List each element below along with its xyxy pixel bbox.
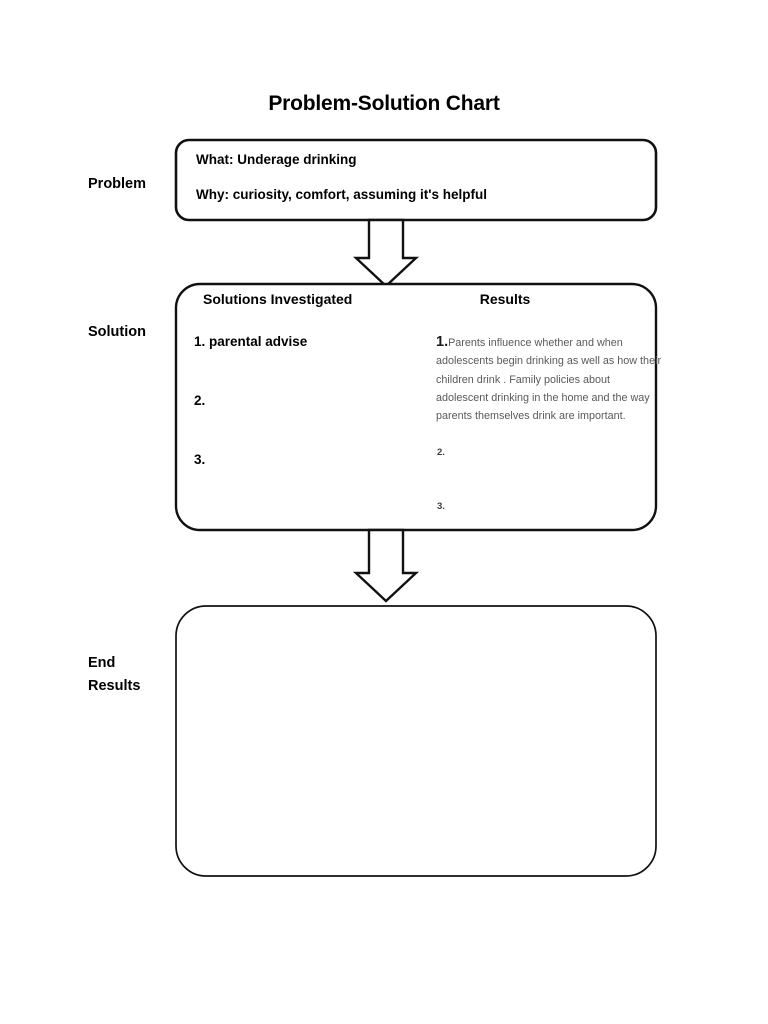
result-item-3[interactable]: 3. bbox=[437, 501, 445, 512]
solutions-investigated-header: Solutions Investigated bbox=[203, 291, 353, 307]
result-1-number: 1. bbox=[436, 334, 449, 350]
solution-box-outline bbox=[174, 282, 658, 532]
solution-item-3[interactable]: 3. bbox=[194, 452, 206, 467]
results-list: 1.Parents influence whether and when ado… bbox=[436, 333, 662, 425]
row-label-end-results: End Results bbox=[88, 655, 141, 695]
solutions-list: 1. parental advise 2. 3. bbox=[194, 334, 424, 511]
result-item-1[interactable]: 1.Parents influence whether and when ado… bbox=[436, 333, 662, 425]
problem-why-line: Why: curiosity, comfort, assuming it's h… bbox=[196, 187, 487, 202]
result-item-2[interactable]: 2. bbox=[437, 447, 445, 458]
problem-box-outline bbox=[174, 138, 658, 222]
problem-what-line: What: Underage drinking bbox=[196, 152, 357, 167]
result-1-text: Parents influence whether and when adole… bbox=[436, 337, 662, 423]
end-results-box-content[interactable] bbox=[190, 620, 640, 860]
solution-item-1[interactable]: 1. parental advise bbox=[194, 334, 308, 349]
end-results-box-outline bbox=[175, 605, 657, 877]
arrow-solution-to-end-results bbox=[352, 528, 420, 603]
row-label-problem: Problem bbox=[88, 176, 147, 192]
problem-box-content: What: Underage drinking Why: curiosity, … bbox=[196, 152, 636, 202]
results-header: Results bbox=[479, 291, 531, 307]
row-label-solution: Solution bbox=[88, 324, 146, 340]
arrow-problem-to-solution bbox=[352, 218, 420, 288]
page-title: Problem-Solution Chart bbox=[268, 92, 500, 115]
solution-item-2[interactable]: 2. bbox=[194, 393, 206, 408]
